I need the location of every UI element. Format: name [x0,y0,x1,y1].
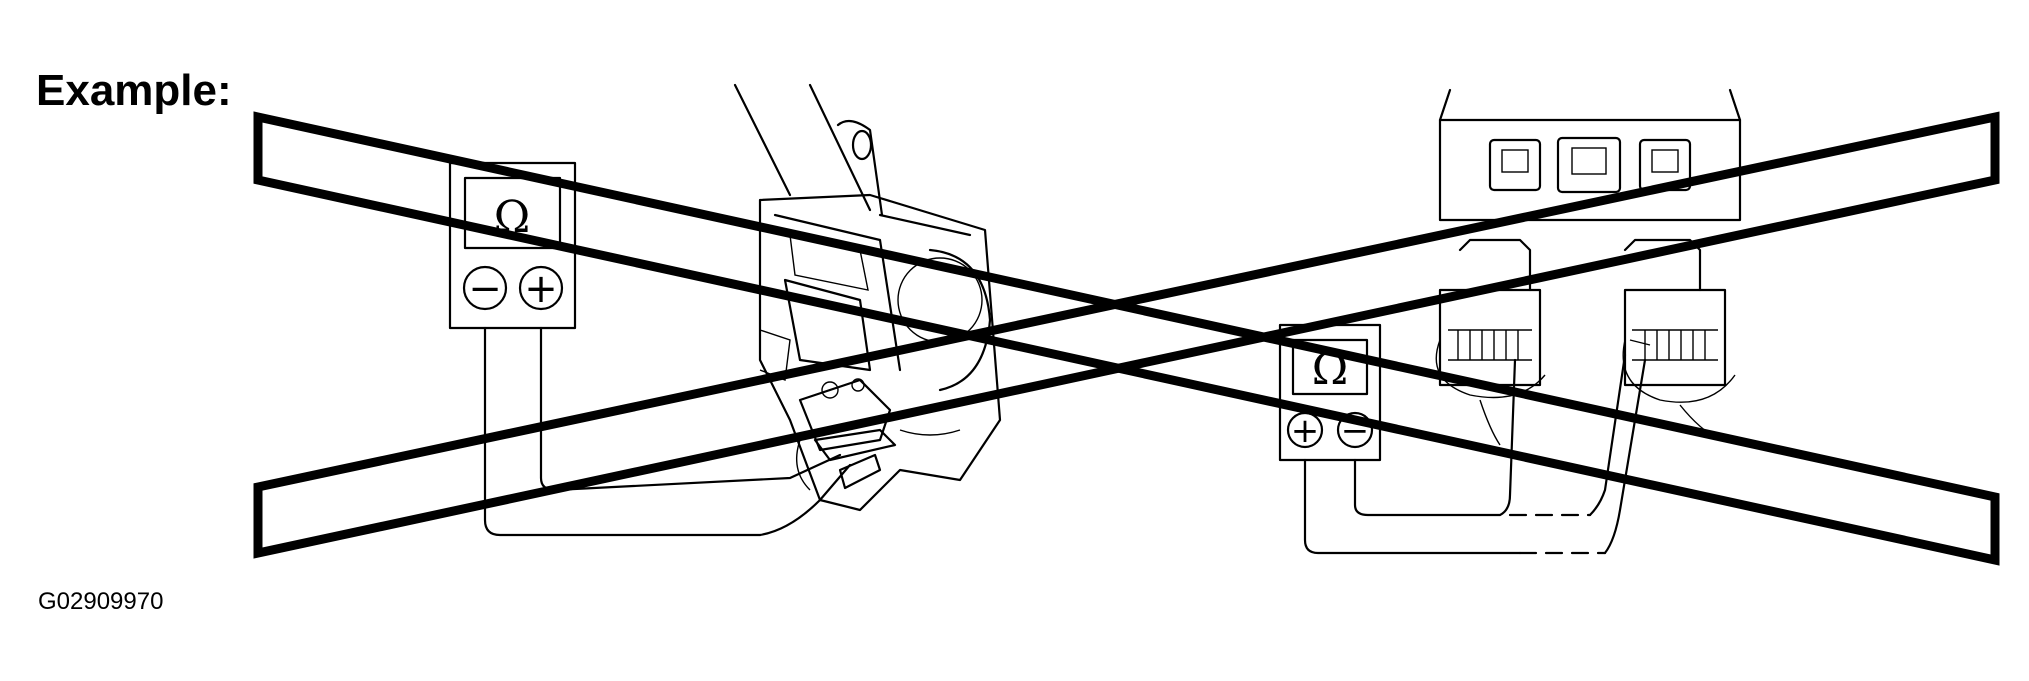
connector-terminal-block-left [1435,238,1546,446]
positive-terminal: + [1291,411,1320,451]
ohmmeter-icon: Ω − + [448,161,577,330]
negative-terminal: − [468,266,502,312]
right-probe-leads [1303,339,1651,555]
positive-terminal: + [524,266,558,312]
cross-mark-icon [253,111,2000,566]
connector-terminal-block-right [1622,238,1736,441]
example-title: Example: [36,66,232,115]
connector-icon [1438,88,1742,222]
figure-code: G02909970 [38,588,164,615]
